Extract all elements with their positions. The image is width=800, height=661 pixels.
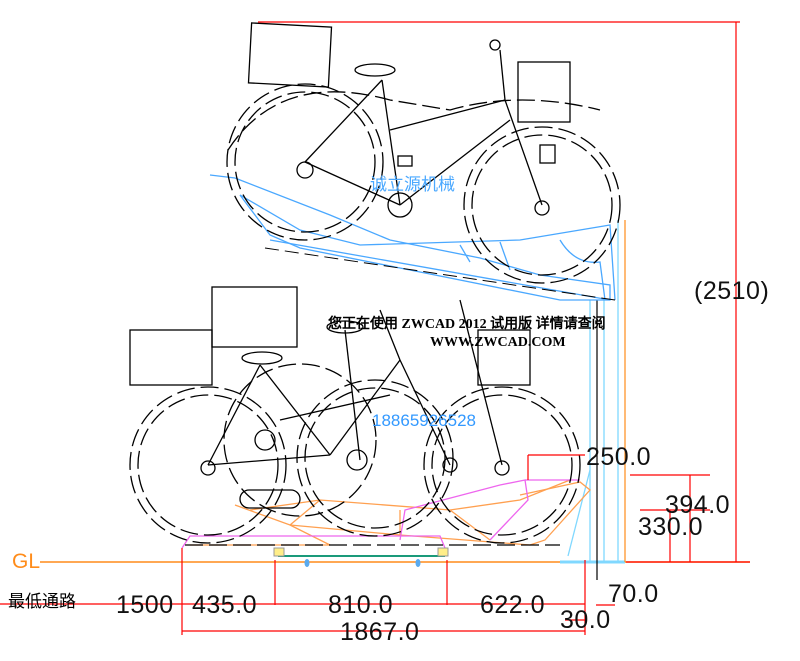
dim-810: 810.0 [328,591,394,619]
brand-text: 诚立源机械 [370,175,455,194]
lower-bikes-frame [129,286,531,509]
lower-tray [181,479,580,549]
rack-post [560,220,625,564]
dim-394: 394.0 [665,491,731,519]
dim-330: 330.0 [638,513,704,541]
ground-label: GL [12,550,41,573]
dim-435: 435.0 [192,591,258,619]
base-rail [273,547,449,567]
dim-1867: 1867.0 [340,618,420,646]
dim-total-height: (2510) [694,277,770,305]
dim-250: 250.0 [586,443,652,471]
watermark-line1: 您正在使用 ZWCAD 2012 试用版 详情请查阅 [328,317,606,332]
upper-rack-centerline [264,247,616,301]
dim-1500: 1500 [116,591,174,619]
min-aisle-label: 最低通路 [8,592,76,611]
phone-text: 18865926528 [372,411,477,430]
upper-rack [209,174,616,301]
dim-70: 70.0 [608,580,659,608]
dimension-lines [0,21,750,635]
dim-30: 30.0 [560,606,611,634]
watermark-line2: WWW.ZWCAD.COM [430,335,566,350]
upper-bike [226,83,621,284]
dim-622: 622.0 [480,591,546,619]
upper-bike-frame [247,22,571,218]
